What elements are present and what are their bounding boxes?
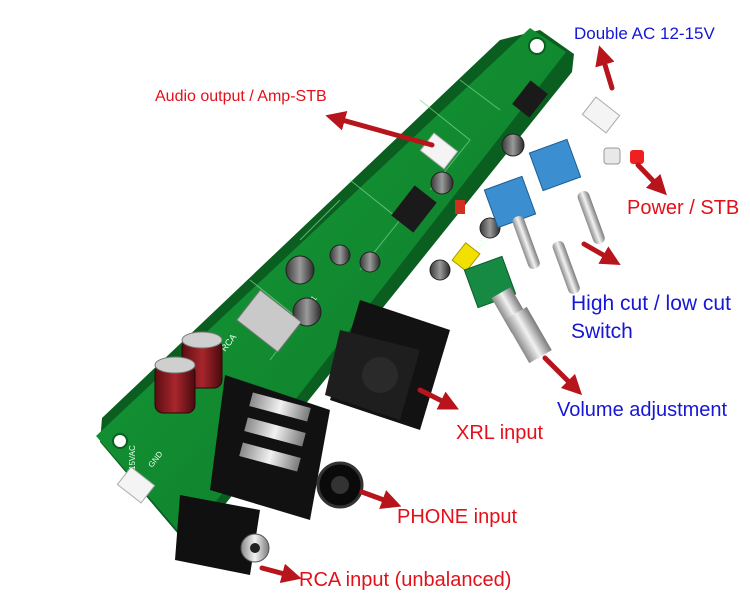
arrow-double-ac — [595, 45, 615, 91]
silkscreen-vac: 15VAC — [128, 445, 137, 470]
arrow-phone — [359, 489, 402, 509]
led-indicators — [603, 147, 644, 165]
label-double-ac: Double AC 12-15V — [574, 24, 715, 43]
mounting-hole — [112, 433, 128, 449]
film-capacitor — [451, 242, 481, 272]
ic-chip — [391, 80, 548, 233]
arrow-volume — [542, 355, 583, 396]
xlr-connector — [325, 300, 450, 430]
label-volume: Volume adjustment — [557, 399, 728, 421]
label-power-stb: Power / STB — [627, 197, 740, 219]
arrow-rca — [259, 563, 302, 584]
arrow-power — [635, 162, 667, 196]
capacitors-large — [154, 331, 223, 414]
rca-jack — [175, 495, 270, 575]
label-high-low-cut: High cut / low cut — [571, 292, 731, 315]
arrow-audio-output — [325, 111, 435, 148]
label-rca-input: RCA input (unbalanced) — [299, 569, 512, 591]
arrow-xrl — [417, 387, 459, 410]
trimmer — [455, 200, 465, 214]
label-audio-output: Audio output / Amp-STB — [155, 88, 327, 105]
voltage-regulator — [236, 289, 302, 353]
volume-potentiometer — [463, 255, 552, 364]
callout-arrows — [259, 45, 667, 584]
arrow-high-low-cut — [581, 241, 621, 265]
toggle-switches — [483, 138, 605, 294]
mounting-hole — [528, 37, 546, 55]
label-switch: Switch — [571, 320, 633, 343]
phone-jack — [210, 375, 364, 520]
label-xrl-input: XRL input — [456, 422, 544, 444]
label-phone-input: PHONE input — [397, 506, 518, 528]
capacitors-small — [285, 133, 525, 327]
